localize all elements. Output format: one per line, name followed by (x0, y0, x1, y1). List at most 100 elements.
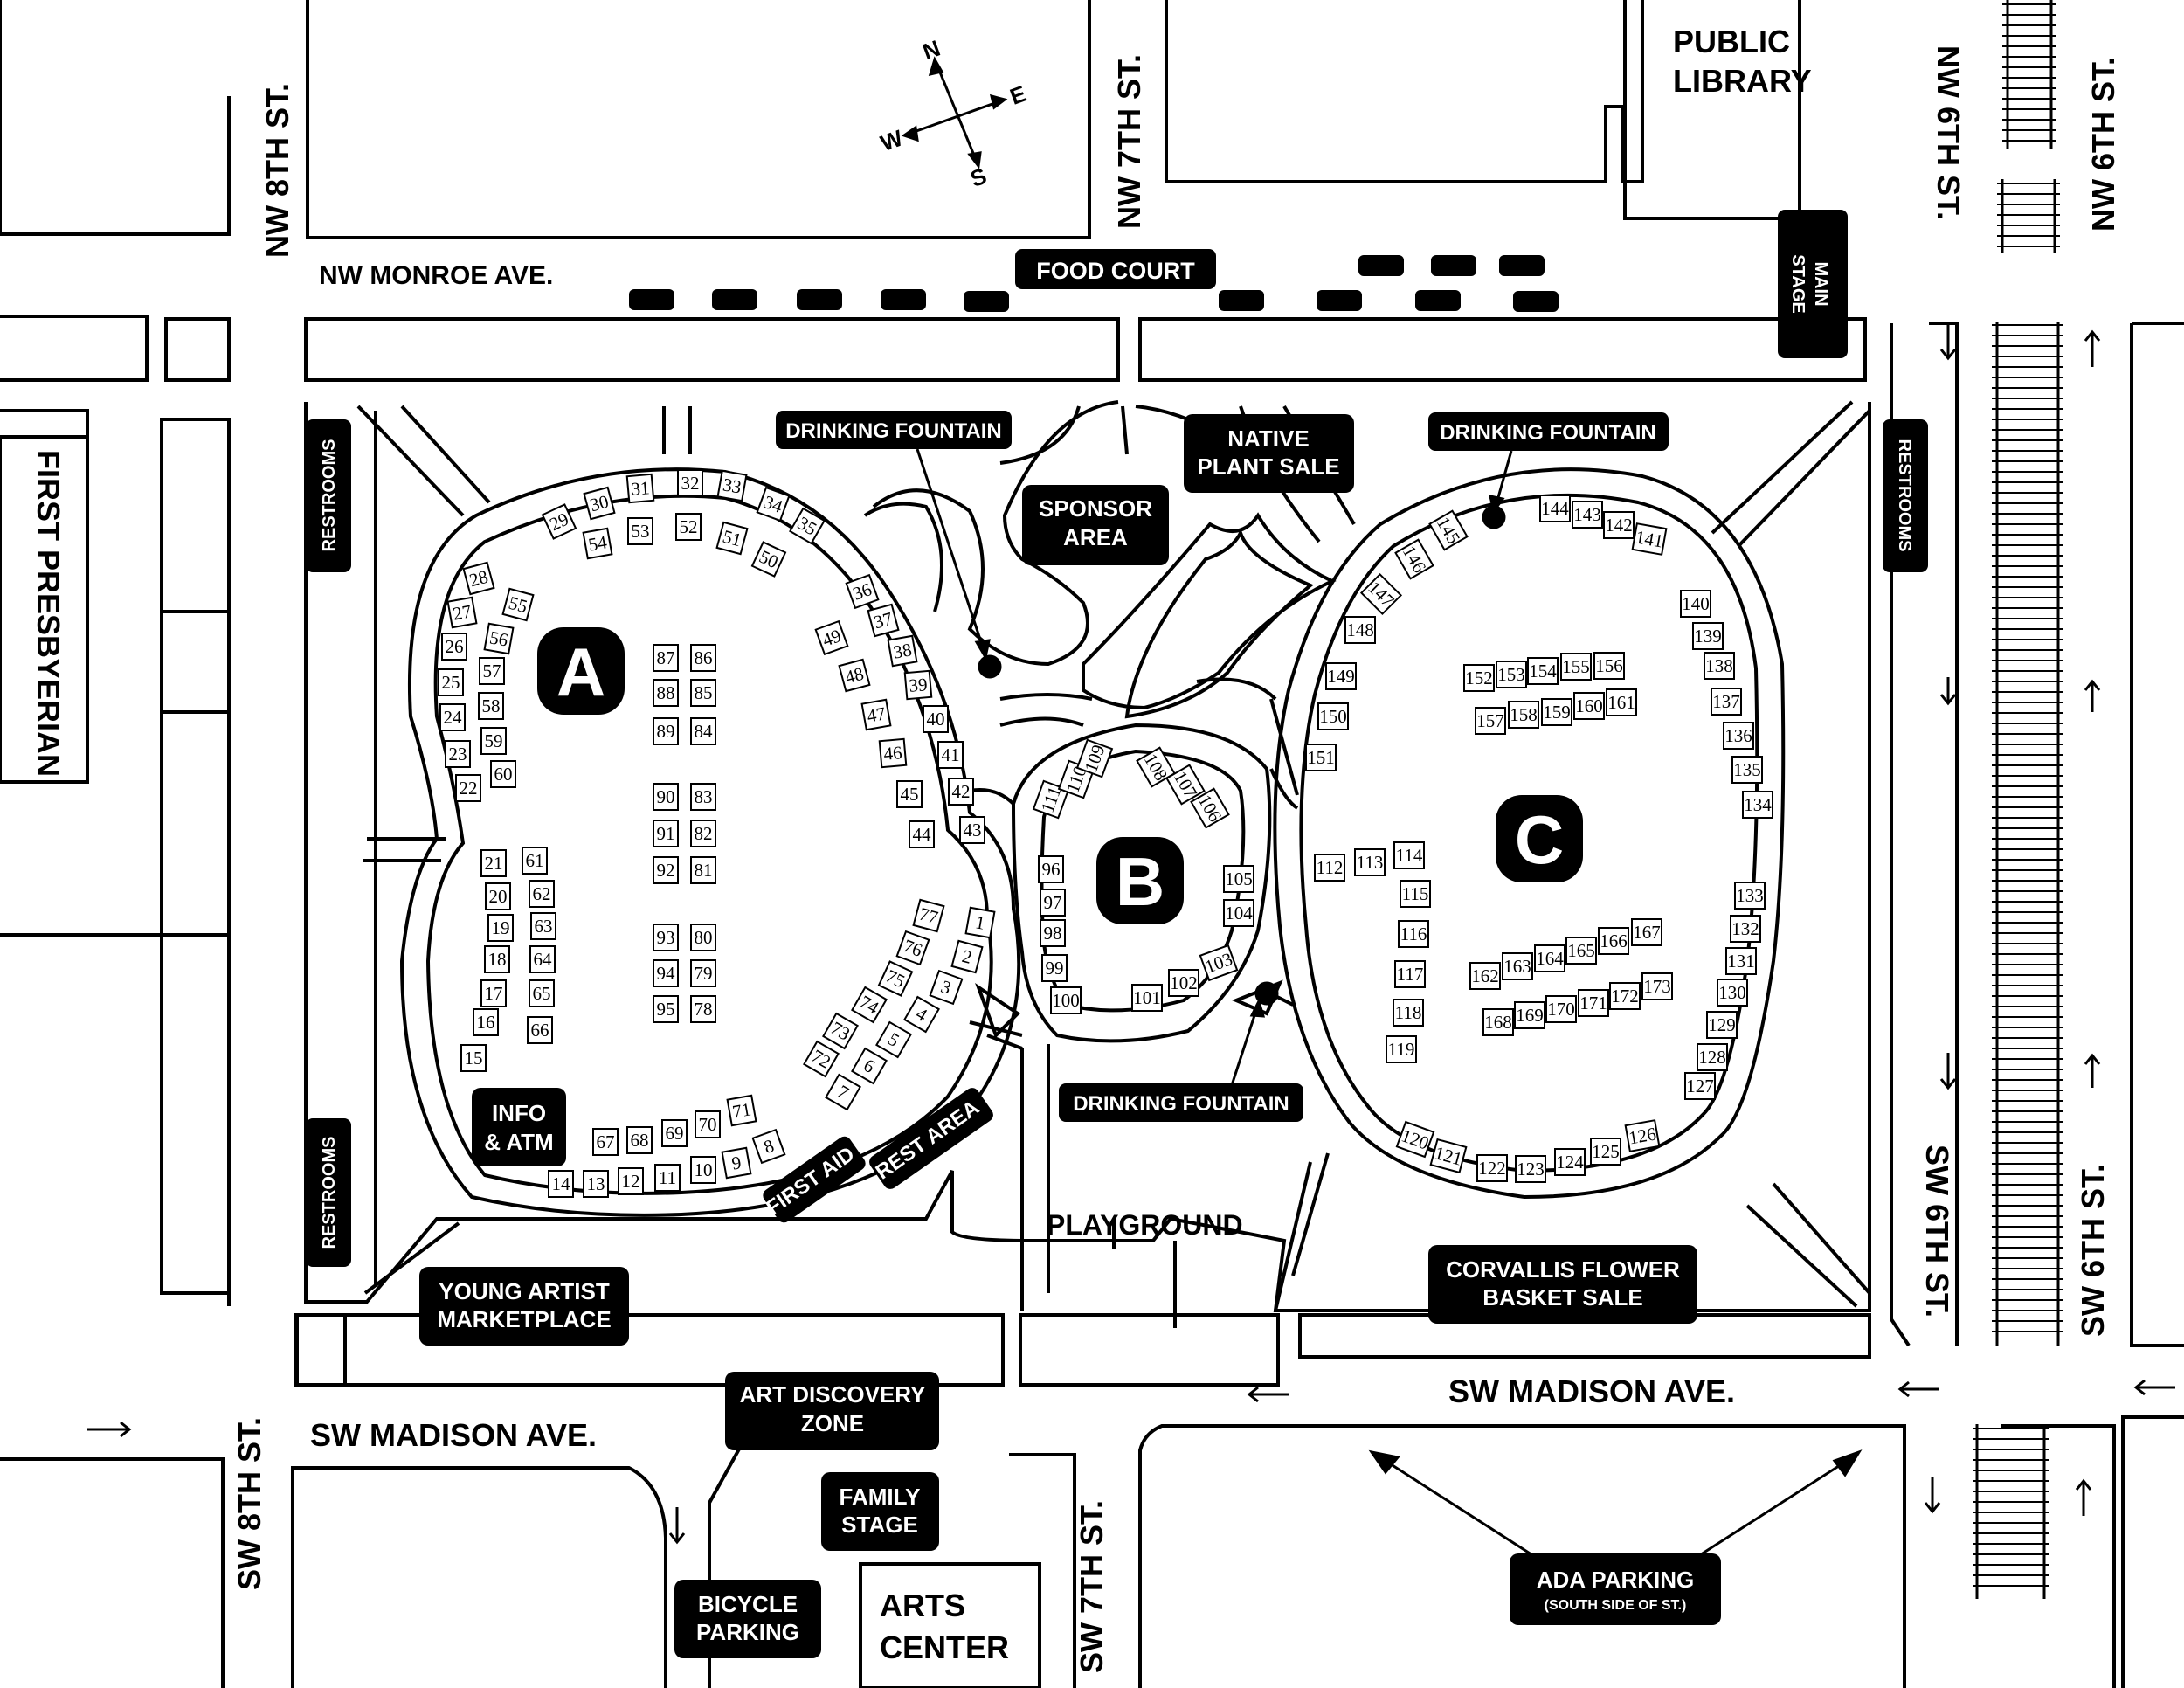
booth-number: 53 (632, 521, 650, 542)
young-artist-line1: YOUNG ARTIST (439, 1278, 610, 1304)
booth-number: 93 (657, 927, 675, 948)
booth-number: 11 (659, 1167, 676, 1188)
booth-number: 31 (630, 477, 650, 500)
booth-55: 55 (501, 587, 535, 622)
booth-number: 112 (1317, 857, 1344, 878)
main-stage-line1: MAIN (1811, 261, 1830, 306)
booth-number: 67 (597, 1131, 615, 1152)
booth-number: 57 (483, 661, 501, 681)
booth-96: 96 (1038, 855, 1064, 883)
booth-95: 95 (653, 995, 679, 1023)
street-sw-6th-east: SW 6TH ST. (2075, 1164, 2111, 1337)
booth-number: 32 (681, 473, 700, 494)
booth-25: 25 (438, 668, 464, 696)
booth-27: 27 (446, 596, 478, 629)
food-stall (712, 289, 757, 310)
booth-number: 24 (444, 707, 463, 728)
booth-148: 148 (1344, 616, 1376, 644)
booth-number: 118 (1395, 1002, 1422, 1023)
booth-number: 19 (492, 917, 510, 938)
restrooms-ne: RESTROOMS (1895, 439, 1914, 552)
booth-133: 133 (1734, 882, 1766, 910)
booth-101: 101 (1131, 984, 1163, 1012)
booth-117: 117 (1394, 960, 1426, 988)
booth-number: 115 (1402, 883, 1429, 904)
booth-127: 127 (1684, 1072, 1716, 1100)
booth-66: 66 (527, 1016, 553, 1044)
booth-number: 128 (1698, 1047, 1726, 1068)
booth-number: 90 (657, 786, 675, 807)
street-sw-madison-west: SW MADISON AVE. (310, 1417, 597, 1453)
booth-number: 86 (695, 647, 713, 668)
booth-59: 59 (480, 727, 507, 755)
booth-167: 167 (1631, 918, 1662, 946)
booth-65: 65 (529, 979, 555, 1007)
young-artist-line2: MARKETPLACE (437, 1306, 611, 1332)
booth-number: 88 (657, 682, 675, 703)
public-library-line2: LIBRARY (1673, 63, 1812, 99)
booth-number: 129 (1708, 1014, 1736, 1035)
booth-53: 53 (627, 517, 653, 545)
booth-130: 130 (1717, 979, 1748, 1007)
booth-126: 126 (1624, 1119, 1661, 1152)
section-b-badge: B (1116, 843, 1165, 920)
booth-81: 81 (690, 856, 716, 884)
booth-number: 171 (1579, 993, 1607, 1013)
booth-83: 83 (690, 783, 716, 811)
booth-number: 152 (1465, 668, 1493, 688)
booth-number: 138 (1705, 655, 1733, 676)
booth-138: 138 (1704, 652, 1735, 680)
booth-16: 16 (473, 1008, 499, 1036)
booth-85: 85 (690, 679, 716, 707)
drinking-fountain-a-dot (978, 654, 1002, 679)
booth-number: 27 (452, 600, 473, 624)
booth-169: 169 (1514, 1001, 1545, 1029)
flower-basket-line1: CORVALLIS FLOWER (1446, 1256, 1680, 1283)
booth-number: 114 (1396, 845, 1423, 866)
booth-number: 85 (695, 682, 713, 703)
booth-3: 3 (929, 969, 964, 1006)
traffic-arrows (87, 323, 2175, 1545)
booth-51: 51 (715, 521, 749, 556)
booth-number: 21 (485, 853, 503, 874)
booth-number: 47 (866, 702, 888, 726)
booth-number: 157 (1476, 710, 1504, 731)
street-nw-6th-west: NW 6TH ST. (1931, 45, 1966, 220)
booth-58: 58 (478, 692, 504, 720)
booth-number: 139 (1694, 626, 1722, 647)
booth-37: 37 (867, 603, 900, 638)
booth-number: 133 (1736, 885, 1764, 906)
street-nw-6th-east: NW 6TH ST. (2085, 57, 2121, 232)
booth-102: 102 (1168, 969, 1199, 997)
booth-number: 22 (460, 778, 478, 799)
booth-76: 76 (895, 930, 930, 966)
booth-number: 131 (1727, 951, 1755, 972)
booth-104: 104 (1223, 899, 1254, 927)
booth-68: 68 (626, 1126, 653, 1154)
booth-13: 13 (583, 1170, 609, 1198)
booth-number: 144 (1541, 498, 1569, 519)
native-plant-line2: PLANT SALE (1197, 453, 1339, 480)
booth-number: 52 (680, 516, 698, 537)
booth-131: 131 (1725, 947, 1757, 975)
booth-number: 125 (1592, 1141, 1620, 1162)
booth-165: 165 (1565, 937, 1597, 965)
booth-128: 128 (1697, 1043, 1728, 1071)
ada-parking-note: (SOUTH SIDE OF ST.) (1545, 1598, 1687, 1613)
booth-77: 77 (912, 898, 945, 933)
booth-93: 93 (653, 924, 679, 951)
playground-label: PLAYGROUND (1047, 1209, 1243, 1241)
booth-134: 134 (1742, 791, 1773, 819)
drinking-fountain-b: DRINKING FOUNTAIN (1073, 1092, 1289, 1116)
street-sw-6th-west: SW 6TH ST. (1919, 1145, 1955, 1318)
street-nw-monroe: NW MONROE AVE. (319, 261, 553, 290)
booth-19: 19 (487, 914, 514, 942)
booth-number: 9 (730, 1152, 743, 1173)
booth-45: 45 (896, 780, 923, 808)
booth-92: 92 (653, 856, 679, 884)
street-nw-8th: NW 8TH ST. (259, 83, 295, 258)
booth-number: 25 (442, 672, 460, 693)
booth-154: 154 (1527, 657, 1559, 685)
